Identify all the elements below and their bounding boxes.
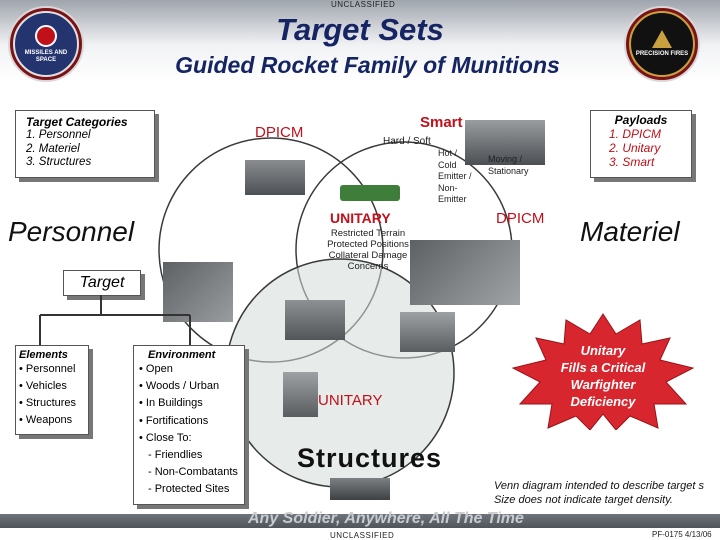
soldiers-image bbox=[245, 160, 305, 195]
environment-item: - Friendlies bbox=[148, 449, 203, 462]
slogan: Any Soldier, Anywhere, All The Time bbox=[248, 510, 524, 527]
target-categories-box: Target Categories 1. Personnel 2. Materi… bbox=[15, 110, 155, 178]
elements-heading: Elements bbox=[19, 349, 68, 361]
launcher-vehicle-image bbox=[465, 120, 545, 165]
target-tree-connectors bbox=[39, 295, 191, 345]
rocket-emblem-icon bbox=[652, 30, 672, 48]
target-categories-heading: Target Categories bbox=[26, 115, 128, 129]
environment-item: • Close To: bbox=[139, 431, 192, 444]
payload-item: 2. Unitary bbox=[609, 141, 661, 155]
classification-top: UNCLASSIFIED bbox=[331, 0, 396, 9]
target-category-item: 3. Structures bbox=[26, 156, 92, 168]
page-id: PF-0175 4/13/06 bbox=[652, 530, 712, 539]
footnote: Venn diagram intended to describe target… bbox=[494, 480, 704, 506]
payload-item: 3. Smart bbox=[609, 155, 655, 169]
payloads-heading: Payloads bbox=[614, 113, 668, 127]
element-item: • Structures bbox=[19, 397, 77, 409]
environment-box: Environment • Open • Woods / Urban • In … bbox=[133, 345, 245, 505]
venn-label-unitary-bottom: UNITARY bbox=[318, 392, 383, 409]
bunker-image bbox=[330, 478, 390, 500]
classification-bottom: UNCLASSIFIED bbox=[330, 531, 395, 540]
venn-label-moving: Moving /Stationary bbox=[488, 154, 529, 176]
factory-image bbox=[283, 372, 318, 417]
left-seal-text: MISSILES AND SPACE bbox=[24, 49, 68, 63]
target-category-item: 2. Materiel bbox=[26, 142, 80, 155]
payload-item: 1. DPICM bbox=[609, 127, 662, 141]
page-subtitle: Guided Rocket Family of Munitions bbox=[175, 52, 560, 78]
environment-item: • Fortifications bbox=[139, 414, 209, 427]
header-banner bbox=[0, 0, 720, 82]
starburst-callout bbox=[511, 313, 695, 430]
payloads-box: Payloads 1. DPICM 2. Unitary 3. Smart bbox=[590, 110, 692, 178]
venn-label-dpicm-left: DPICM bbox=[255, 124, 304, 141]
footer-bar bbox=[0, 514, 720, 528]
environment-item: - Protected Sites bbox=[148, 483, 230, 496]
page-title: Target Sets bbox=[276, 12, 444, 47]
left-seal-logo: MISSILES AND SPACE bbox=[8, 6, 84, 82]
element-item: • Weapons bbox=[19, 414, 73, 426]
element-item: • Vehicles bbox=[19, 380, 67, 392]
venn-label-smart: Smart bbox=[420, 114, 463, 131]
right-seal-text: PRECISION FIRES bbox=[635, 51, 689, 57]
target-root-box: Target bbox=[63, 270, 141, 296]
venn-label-hard-soft: Hard / Soft bbox=[383, 136, 431, 147]
circle-label-personnel: Personnel bbox=[8, 216, 135, 247]
venn-label-unitary-center: UNITARY bbox=[330, 210, 391, 226]
environment-item: • Woods / Urban bbox=[139, 380, 220, 393]
elements-box: Elements • Personnel • Vehicles • Struct… bbox=[15, 345, 89, 435]
environment-item: • In Buildings bbox=[139, 397, 203, 410]
right-seal-logo: PRECISION FIRES bbox=[624, 6, 700, 82]
target-category-item: 1. Personnel bbox=[26, 129, 91, 141]
tank-image bbox=[340, 185, 400, 201]
environment-item: • Open bbox=[139, 363, 173, 375]
element-item: • Personnel bbox=[19, 363, 76, 375]
howitzer-image bbox=[410, 240, 520, 305]
environment-item: - Non-Combatants bbox=[148, 466, 238, 479]
city-buildings-image bbox=[285, 300, 345, 340]
artillery-crew-image bbox=[163, 262, 233, 322]
circle-label-materiel: Materiel bbox=[580, 216, 680, 247]
circle-label-structures: Structures bbox=[297, 443, 443, 473]
environment-heading: Environment bbox=[148, 349, 216, 361]
venn-label-dpicm-right: DPICM bbox=[496, 210, 545, 227]
church-image bbox=[400, 312, 455, 352]
seal-emblem-icon bbox=[35, 24, 57, 47]
